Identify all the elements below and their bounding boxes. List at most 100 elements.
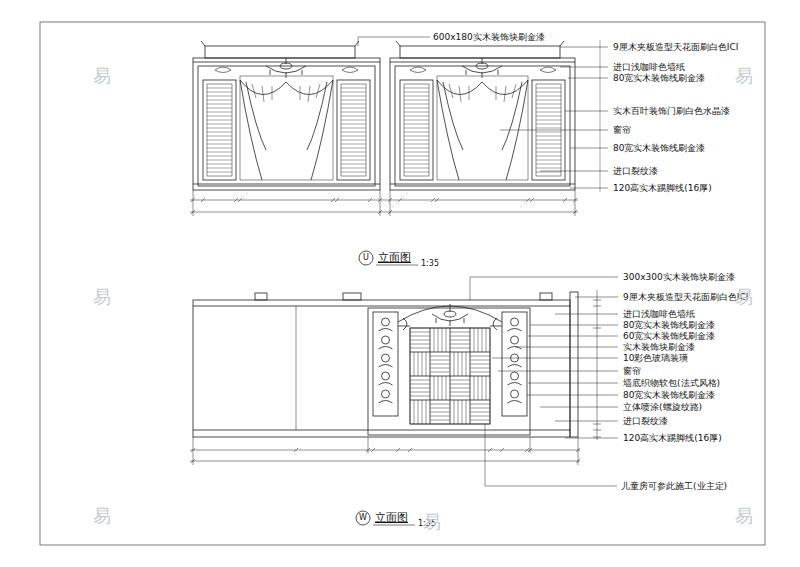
glass-panel	[422, 352, 423, 376]
column-ornament	[382, 372, 390, 380]
callout-text: 窗帘	[622, 366, 642, 377]
glass-panel	[410, 396, 430, 397]
shutter-slat	[404, 152, 429, 153]
drawing-line	[492, 358, 618, 359]
drawing-line	[570, 188, 608, 189]
glass-panel	[410, 336, 430, 337]
drawing-line	[570, 148, 608, 149]
shutter-slat	[341, 112, 366, 113]
drawing-line	[193, 430, 570, 431]
shutter-slat	[536, 88, 561, 89]
shutter-slat	[536, 112, 561, 113]
glass-panel	[450, 344, 470, 345]
shutter-slat	[341, 132, 366, 133]
glass-panel	[410, 376, 430, 400]
drawing-line	[373, 525, 415, 526]
shutter-slat	[536, 132, 561, 133]
callout-text: 9厘木夹板造型天花面刷白色ICI	[622, 292, 749, 303]
shutter-slat	[341, 88, 366, 89]
glass-panel	[450, 328, 470, 352]
glass-panel	[438, 328, 439, 352]
shutter-slat	[404, 112, 429, 113]
glass-panel	[410, 344, 430, 345]
shutter-slat	[207, 168, 232, 169]
shutter-slat	[207, 160, 232, 161]
shutter-slat	[207, 120, 232, 121]
glass-panel	[466, 400, 467, 424]
glass-panel	[410, 384, 430, 385]
shutter-slat	[536, 116, 561, 117]
glass-panel	[482, 328, 483, 352]
drawing-line	[530, 325, 618, 326]
drawing-line	[373, 312, 398, 416]
drawing-line	[266, 58, 306, 78]
drawing-line	[593, 290, 601, 440]
drawing-line	[404, 84, 429, 176]
glass-panel	[430, 408, 450, 409]
callout-text: 进口浅咖啡色墙纸	[622, 309, 696, 320]
drawing-line	[528, 336, 618, 337]
shutter-slat	[404, 164, 429, 165]
drawing-line	[193, 62, 380, 63]
glass-panel	[430, 368, 450, 369]
drawing-line	[356, 511, 370, 525]
glass-panel	[470, 412, 490, 413]
drawing-line	[528, 383, 618, 384]
glass-panel	[430, 416, 450, 417]
shutter-slat	[536, 160, 561, 161]
glass-panel	[466, 352, 467, 376]
glass-panel	[470, 360, 490, 361]
drawing-line	[540, 171, 608, 172]
glass-panel	[430, 376, 450, 400]
drawing-line	[215, 67, 556, 73]
glass-panel	[470, 408, 490, 409]
drawing-line	[191, 198, 577, 202]
shutter-slat	[404, 124, 429, 125]
drawing-line	[190, 212, 578, 213]
drawing-line	[296, 306, 297, 430]
drawing-line	[515, 347, 618, 348]
watermark: 易	[734, 287, 754, 307]
glass-panel	[454, 352, 455, 376]
watermark: 易	[734, 66, 754, 86]
shutter-slat	[207, 132, 232, 133]
drawing-line	[540, 293, 552, 300]
glass-panel	[450, 388, 470, 389]
shutter-slat	[404, 88, 429, 89]
shutter-slat	[536, 96, 561, 97]
glass-panel	[450, 392, 470, 393]
drawing-line	[540, 407, 618, 408]
glass-panel	[426, 352, 427, 376]
drawing-line	[400, 80, 433, 180]
shutter-slat	[341, 124, 366, 125]
shutter-slat	[207, 88, 232, 89]
drawing-line	[190, 190, 578, 216]
drawing-line	[358, 37, 608, 192]
shutter-slat	[404, 136, 429, 137]
drawing-line	[252, 84, 320, 102]
watermark: 易	[92, 66, 112, 86]
drawing-line	[560, 47, 608, 48]
shutter-slat	[536, 92, 561, 93]
shutter-slat	[536, 140, 561, 141]
glass-panel	[450, 340, 470, 341]
glass-panel	[426, 400, 427, 424]
callout-text: 墙底织物软包(法式风格)	[622, 378, 721, 389]
glass-panel	[418, 400, 419, 424]
shutter-slat	[341, 140, 366, 141]
glass-panel	[450, 384, 470, 385]
glass-panel	[410, 348, 430, 349]
glass-panel	[410, 328, 430, 352]
drawing-line	[527, 395, 618, 396]
glass-panel	[450, 400, 470, 424]
drawing-line	[193, 437, 578, 465]
drawing-line	[462, 58, 502, 78]
drawing-line	[568, 78, 608, 79]
glass-panel	[450, 396, 470, 397]
drawing-line	[343, 293, 361, 300]
shutter-slat	[207, 116, 232, 117]
drawing-line	[190, 450, 580, 451]
shutter-slat	[341, 168, 366, 169]
shutter-slat	[207, 164, 232, 165]
callout-text: 进口裂纹漆	[612, 166, 659, 177]
